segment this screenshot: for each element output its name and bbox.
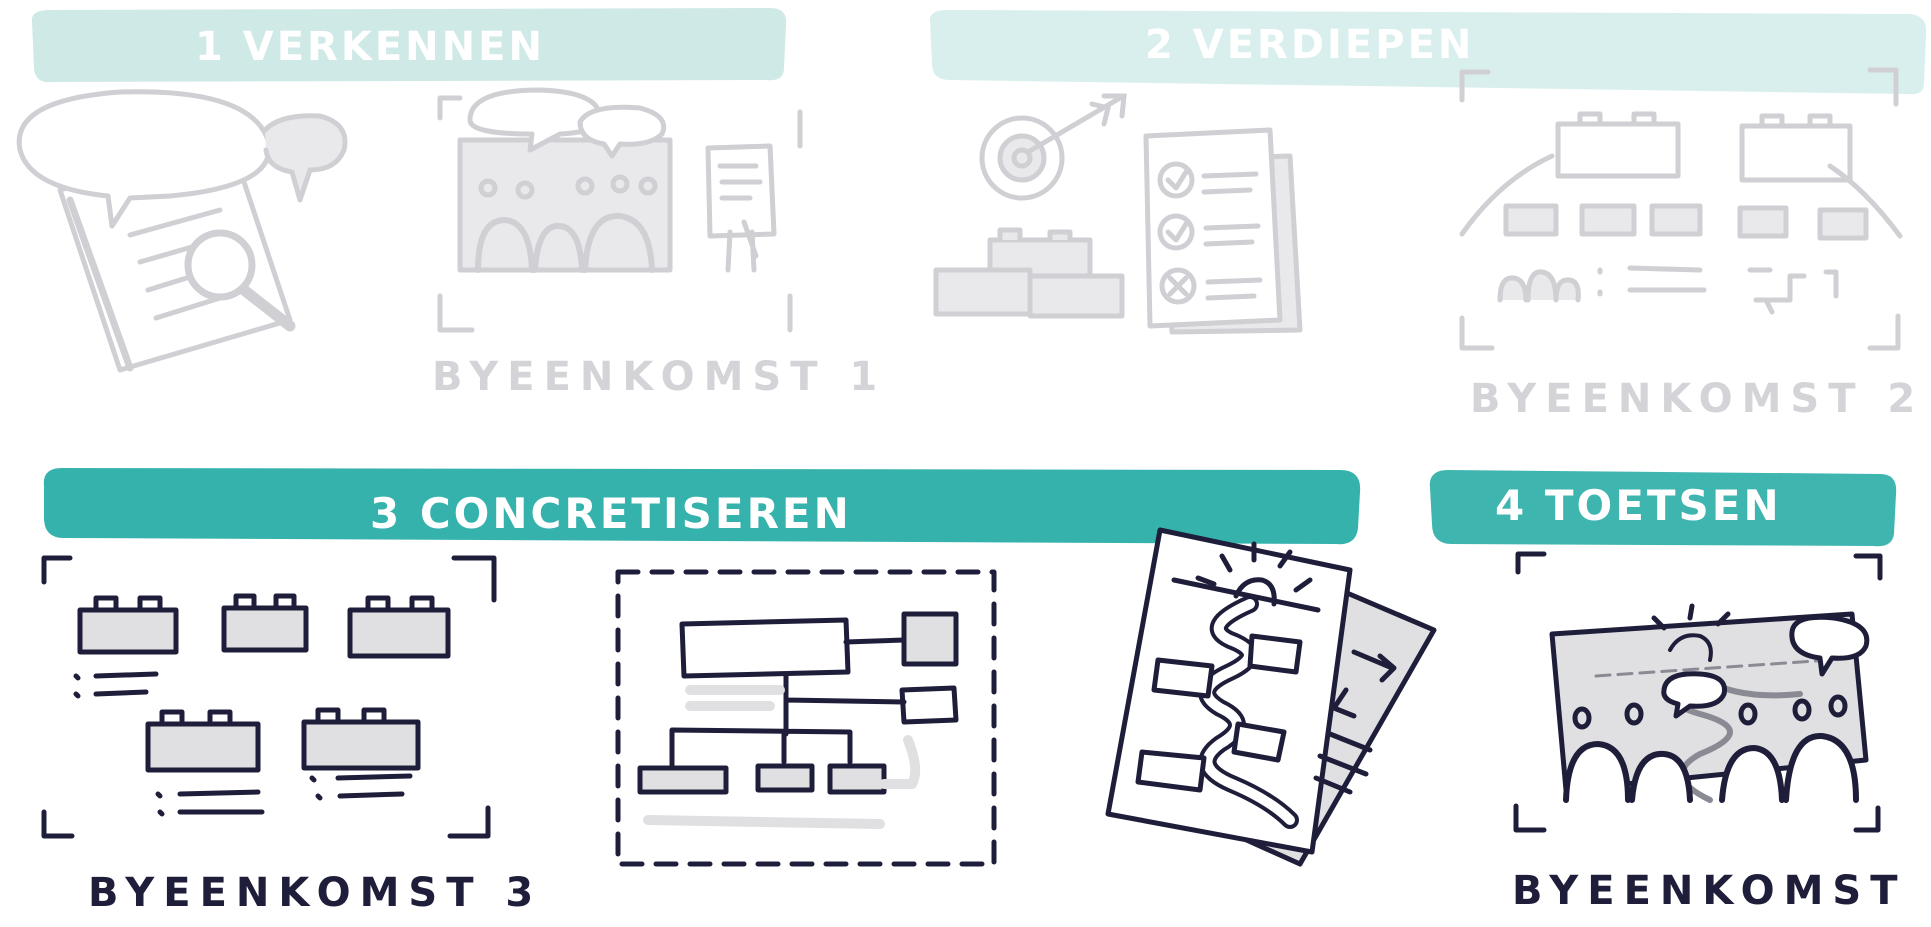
caption-byeenkomst-4: BYEENKOMST 4 — [1512, 868, 1931, 914]
phase-banner-2-label: 2 VERDIEPEN — [1145, 22, 1474, 68]
document-search-icon — [16, 89, 348, 373]
phase-banner-1: 1 VERKENNEN — [31, 8, 787, 83]
block-hierarchy-icon — [1459, 67, 1903, 351]
caption-byeenkomst-1: BYEENKOMST 1 — [432, 354, 886, 400]
phase-banner-4-shape — [1429, 470, 1897, 547]
phase-banner-3: 3 CONCRETISEREN — [43, 468, 1361, 545]
caption-byeenkomst-3: BYEENKOMST 3 — [88, 870, 542, 916]
building-blocks-icon — [933, 227, 1125, 319]
phase-banner-1-shape — [31, 8, 787, 83]
caption-byeenkomst-2: BYEENKOMST 2 — [1470, 376, 1924, 422]
meeting-group-icon — [437, 87, 803, 333]
roadmap-document-icon — [1105, 527, 1437, 867]
phase-banner-2-shape — [929, 10, 1927, 95]
target-arrow-icon — [979, 93, 1127, 201]
block-hierarchy-dark-icon — [41, 555, 497, 839]
group-review-icon — [1513, 551, 1883, 833]
org-chart-icon — [615, 569, 997, 867]
phase-banner-4: 4 TOETSEN — [1429, 470, 1897, 547]
phase-banner-1-label: 1 VERKENNEN — [195, 24, 545, 70]
phase-banner-2: 2 VERDIEPEN — [929, 10, 1927, 95]
checklist-icon — [1143, 127, 1303, 335]
phase-banner-3-label: 3 CONCRETISEREN — [370, 489, 852, 538]
phase-banner-3-shape — [43, 468, 1361, 545]
phase-banner-4-label: 4 TOETSEN — [1495, 481, 1782, 530]
